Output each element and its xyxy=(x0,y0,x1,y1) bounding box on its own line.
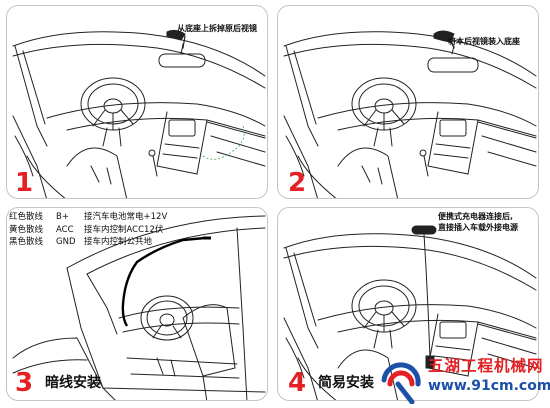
watermark-title: 五湖工程机械网 xyxy=(428,356,544,375)
step-4-note: 便携式充电器连接后, 直接插入车载外接电源 xyxy=(438,211,518,233)
step-number: 3 xyxy=(15,368,34,398)
watermark-url: www.91cm.com xyxy=(428,378,550,394)
car-interior-illustration xyxy=(12,29,266,198)
site-logo-icon xyxy=(381,362,421,404)
step-1-note: 从底座上拆掉原后视镜 xyxy=(177,24,257,33)
site-watermark: 五湖工程机械网 www.91cm.com xyxy=(378,352,550,408)
step-4-note-line-2: 直接插入车载外接电源 xyxy=(438,223,518,232)
step-number: 1 xyxy=(15,168,34,198)
step-2-panel: 将本后视镜装入底座 2 xyxy=(277,5,539,199)
car-door-open-illustration xyxy=(12,215,266,400)
car-interior-illustration xyxy=(283,225,537,400)
step-3-caption: 暗线安装 xyxy=(45,375,101,391)
step-number: 2 xyxy=(288,168,307,198)
step-2-note: 将本后视镜装入底座 xyxy=(448,37,520,46)
step-4-note-line-1: 便携式充电器连接后, xyxy=(438,212,514,221)
step-number: 4 xyxy=(288,368,307,398)
step-4-caption: 简易安装 xyxy=(318,375,374,391)
step-1-panel: 从底座上拆掉原后视镜 1 xyxy=(6,5,268,199)
car-interior-illustration xyxy=(283,30,537,198)
